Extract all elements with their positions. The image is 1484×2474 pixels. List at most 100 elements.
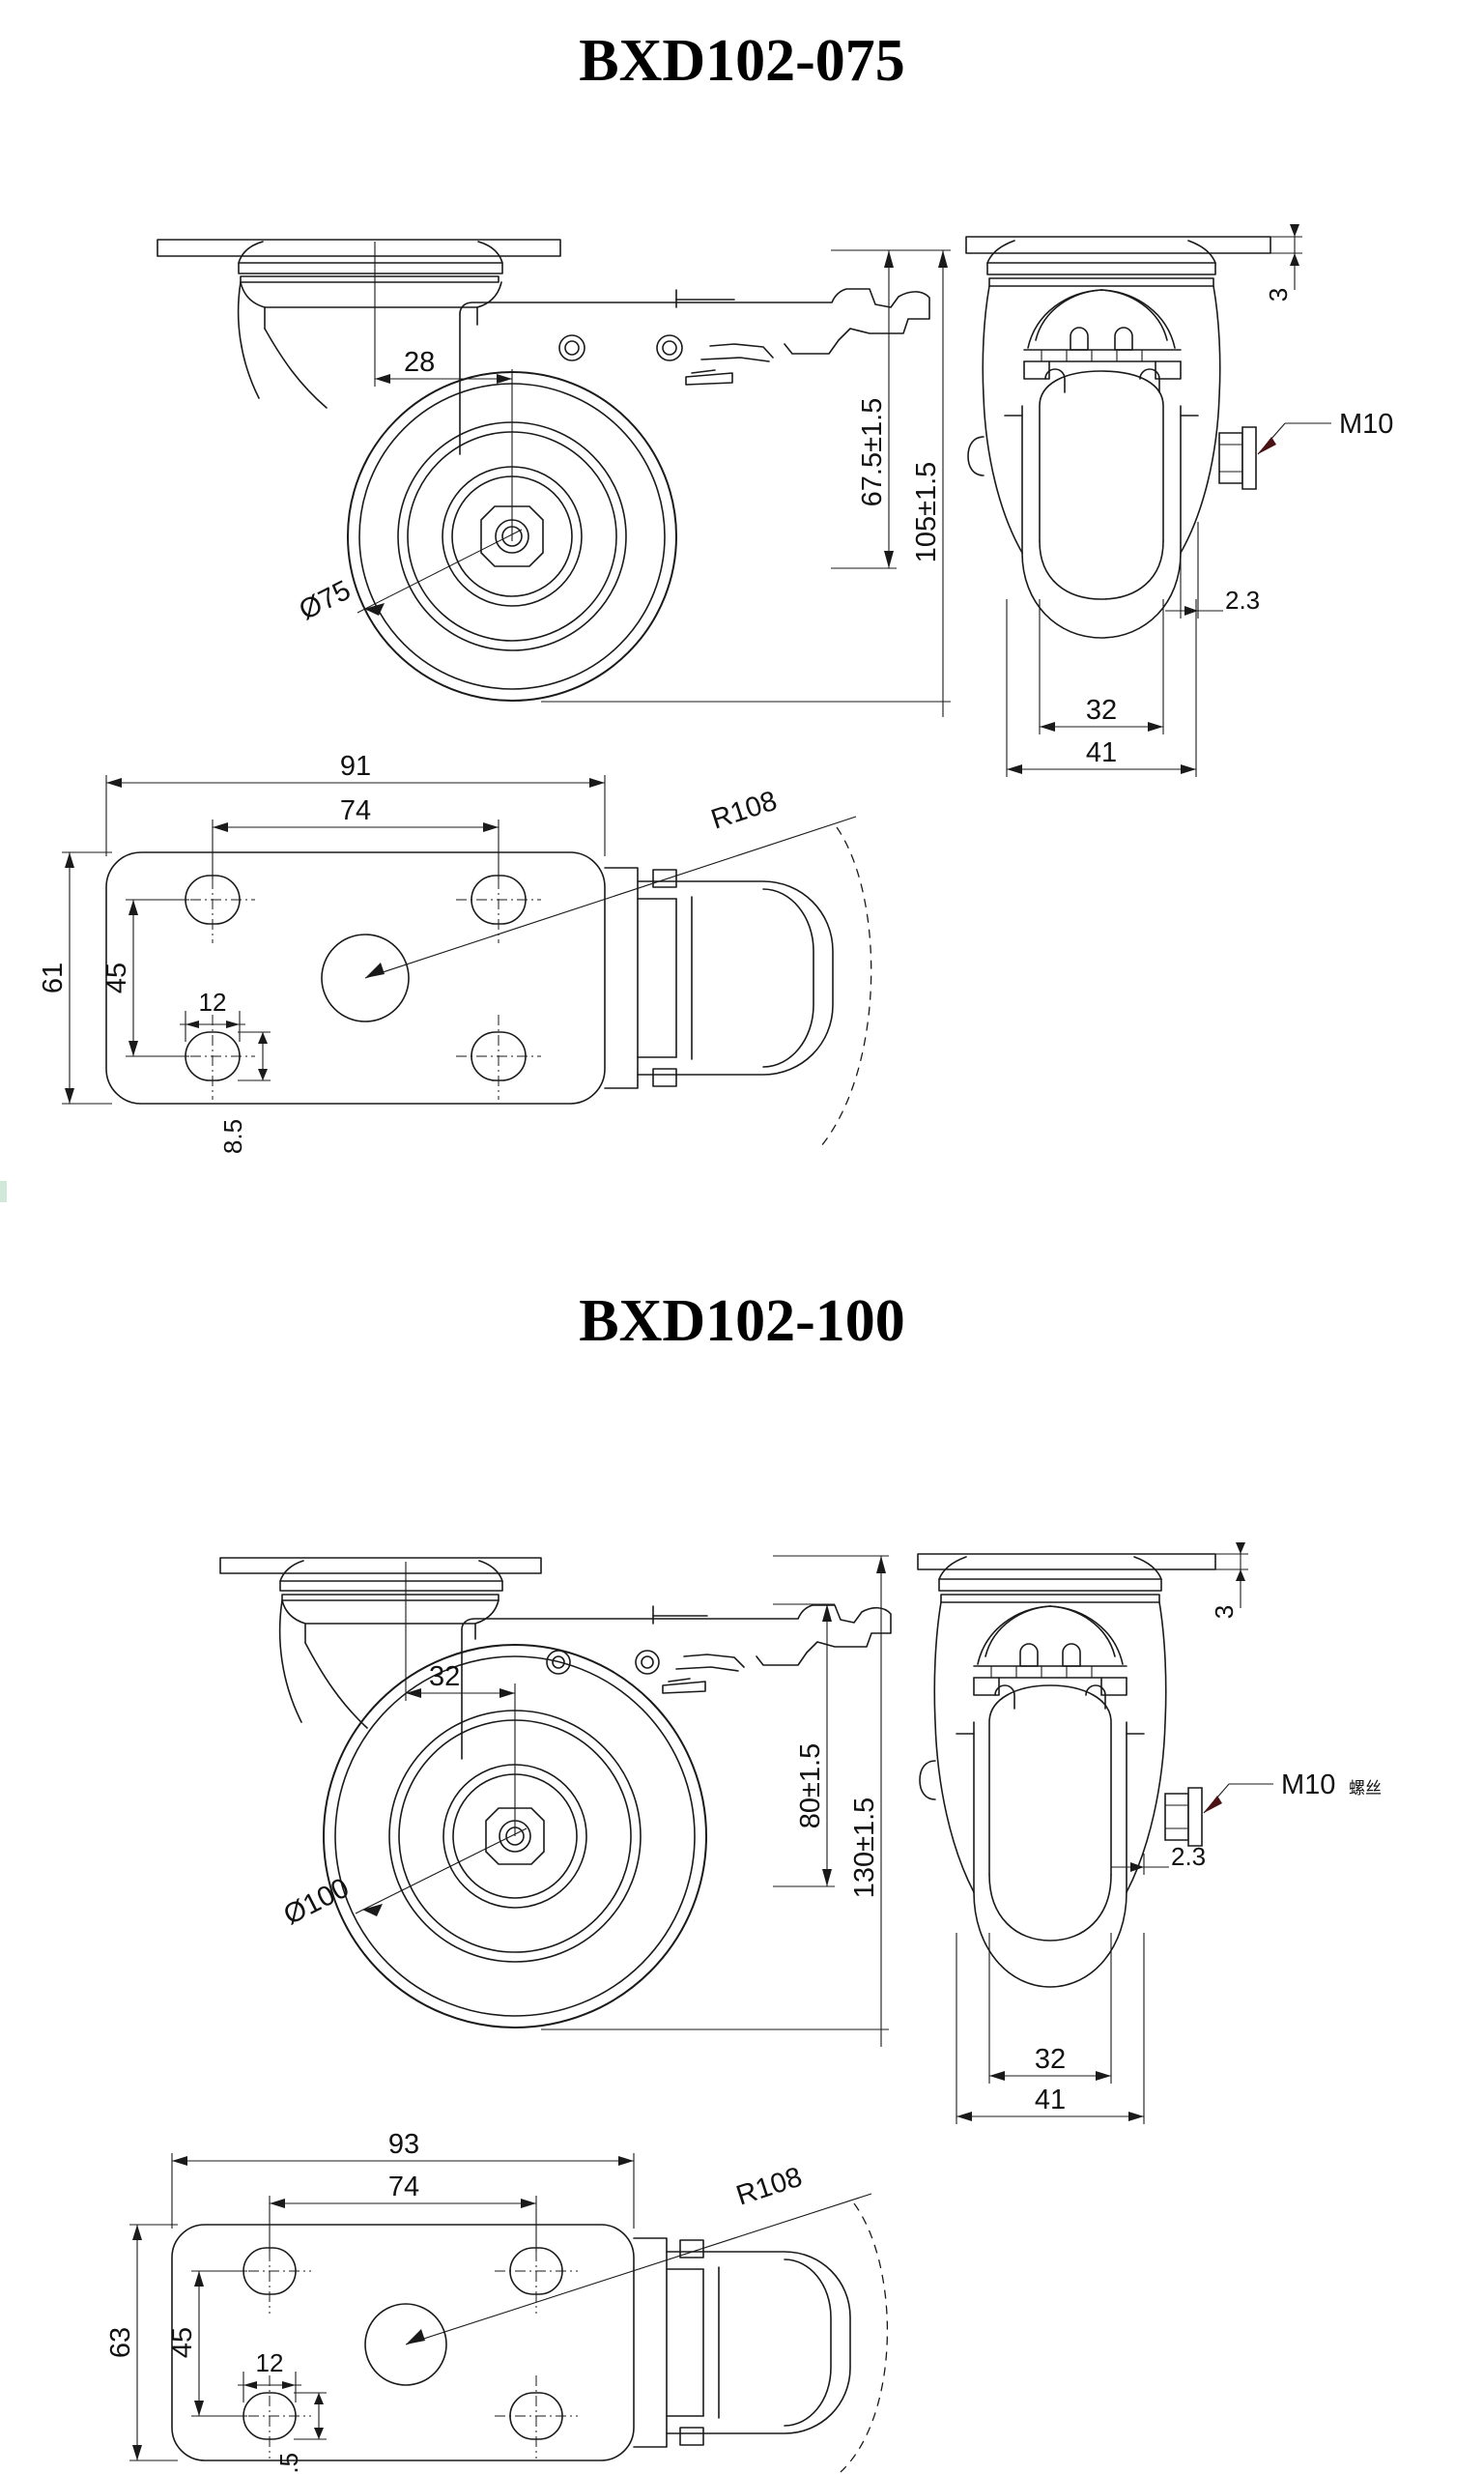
d1-plan-view: R108 91 74: [38, 751, 872, 1154]
d2-dim-130: [541, 1555, 889, 2047]
d1-front-dia-leader: [357, 529, 523, 616]
d2-front-view: Ø100 32 80±1.5: [219, 1555, 892, 2047]
dim-8-5: 8.5: [218, 1119, 247, 1154]
d1-front-fork-leg: [237, 281, 328, 409]
dim-32: 32: [1086, 695, 1117, 726]
d1-front-view: Ø75 28 67.5±1.5: [157, 239, 951, 717]
dim-2-3: 2.3: [1225, 586, 1260, 615]
d1-dim-61: [62, 851, 112, 1105]
dim-80: 80±1.5: [795, 1743, 826, 1829]
dim-3: 3: [1210, 1605, 1239, 1619]
d1-front-brake-lever: [675, 289, 774, 386]
d1-front-rivets: [558, 334, 683, 361]
d1-dim-74: [212, 820, 499, 879]
d2-plan-view: R108 93 74: [105, 2129, 888, 2474]
d1-dim-67-5: [831, 249, 897, 569]
d2-dim-93: [171, 2153, 635, 2229]
drawing-2-svg: Ø100 32 80±1.5: [105, 1542, 1382, 2474]
dim-105: 105±1.5: [911, 462, 942, 563]
dim-41: 41: [1086, 737, 1117, 768]
dim-m10-suffix-cjk: 螺丝: [1349, 1779, 1382, 1798]
d1-dim-105: [541, 249, 951, 717]
drawing-1-svg: Ø75 28 67.5±1.5: [0, 224, 1393, 1202]
d2-dim-63: [129, 2224, 178, 2461]
dim-28: 28: [404, 347, 435, 378]
dim-67-5: 67.5±1.5: [857, 398, 888, 507]
d2-side-wheel: [956, 1684, 1145, 1988]
d2-front-rivets: [546, 1650, 660, 1675]
dim-12: 12: [199, 988, 227, 1017]
d2-front-brake-lever: [652, 1605, 745, 1694]
dim-41: 41: [1035, 2085, 1066, 2115]
d1-plan-kingpin-hole: [321, 934, 410, 1022]
d2-front-dia-leader: [355, 1827, 528, 1916]
dim-93: 93: [388, 2129, 419, 2160]
d2-dim-80: [773, 1603, 835, 1887]
d2-dim-2-3: [1111, 1854, 1169, 1875]
d2-dim-41: [956, 1933, 1145, 2124]
dim-45: 45: [167, 2327, 198, 2358]
d2-dim-45: [191, 2270, 247, 2417]
dim-12: 12: [256, 2348, 284, 2377]
dim-61: 61: [38, 963, 69, 993]
d1-side-m10-leader: [1257, 422, 1331, 455]
d1-side-fork-body: [982, 285, 1221, 554]
d2-dim-8-5: [294, 2392, 327, 2440]
d1-dim-28: [374, 242, 513, 541]
dim-32: 32: [1035, 2044, 1066, 2075]
d1-dim-2-3: [1165, 522, 1223, 618]
d1-side-axle-boss-left: [967, 436, 985, 476]
d2-plan-sweep-arc: [840, 2202, 888, 2473]
d2-side-fork-body: [933, 1601, 1167, 1893]
d1-plan-sweep-arc: [820, 826, 872, 1147]
d1-dim-41: [1006, 599, 1197, 777]
d2-dim-3: [1215, 1542, 1248, 1608]
d1-side-hex-nut: [1218, 426, 1257, 490]
dim-3: 3: [1264, 288, 1293, 302]
dim-r108: R108: [732, 2162, 806, 2212]
d1-plan-body: [604, 867, 834, 1089]
dim-d100: Ø100: [279, 1873, 355, 1932]
d2-plan-body: [633, 2237, 851, 2448]
d2-dim-12: [238, 2372, 301, 2402]
dim-r108: R108: [707, 786, 781, 836]
d2-dim-32: [988, 1933, 1112, 2084]
d1-front-top-plate: [157, 239, 561, 283]
dim-32-offset: 32: [429, 1661, 460, 1692]
d1-plan-bolt-holes: [170, 858, 541, 1100]
dim-63: 63: [105, 2327, 136, 2358]
d1-front-fork-body: [459, 288, 930, 455]
dim-d875: Ø75: [295, 575, 356, 626]
d1-side-top-plate: [965, 236, 1271, 287]
d2-side-axle-boss-left: [919, 1760, 936, 1800]
dim-8-5: 8.5: [274, 2453, 303, 2474]
d2-side-m10-leader: [1203, 1783, 1273, 1814]
dim-m10: M10: [1339, 409, 1393, 440]
d1-side-view: M10 3 2.3: [965, 224, 1393, 777]
d1-dim-91: [105, 775, 606, 856]
dim-74: 74: [340, 795, 371, 826]
d1-plan-r108-leader: [364, 816, 857, 979]
d2-side-top-plate: [917, 1553, 1216, 1603]
dim-m10: M10: [1281, 1769, 1335, 1800]
d1-dim-12: [180, 1011, 245, 1042]
edge-artifact: [0, 1181, 7, 1202]
dim-45: 45: [101, 963, 132, 993]
d1-side-raceway: [1023, 289, 1182, 393]
d1-front-swivel-housing: [240, 281, 502, 330]
d2-dim-74: [269, 2196, 537, 2252]
d2-plan-r108-leader: [405, 2193, 872, 2345]
d2-front-fork-body: [461, 1604, 892, 1760]
d1-dim-45: [126, 899, 189, 1057]
d2-side-raceway: [973, 1605, 1127, 1710]
drawing-title-1: BXD102-075: [579, 28, 905, 94]
d2-front-top-plate: [219, 1557, 542, 1601]
d2-front-fork-leg: [278, 1599, 368, 1729]
d2-side-hex-nut: [1164, 1787, 1203, 1847]
d2-plan-kingpin-hole: [364, 2303, 447, 2386]
d2-dim-32-offset: [405, 1562, 516, 1836]
d1-dim-8-5: [238, 1031, 271, 1081]
drawing-title-2: BXD102-100: [579, 1288, 905, 1354]
d2-plan-bolt-holes: [228, 2230, 578, 2459]
